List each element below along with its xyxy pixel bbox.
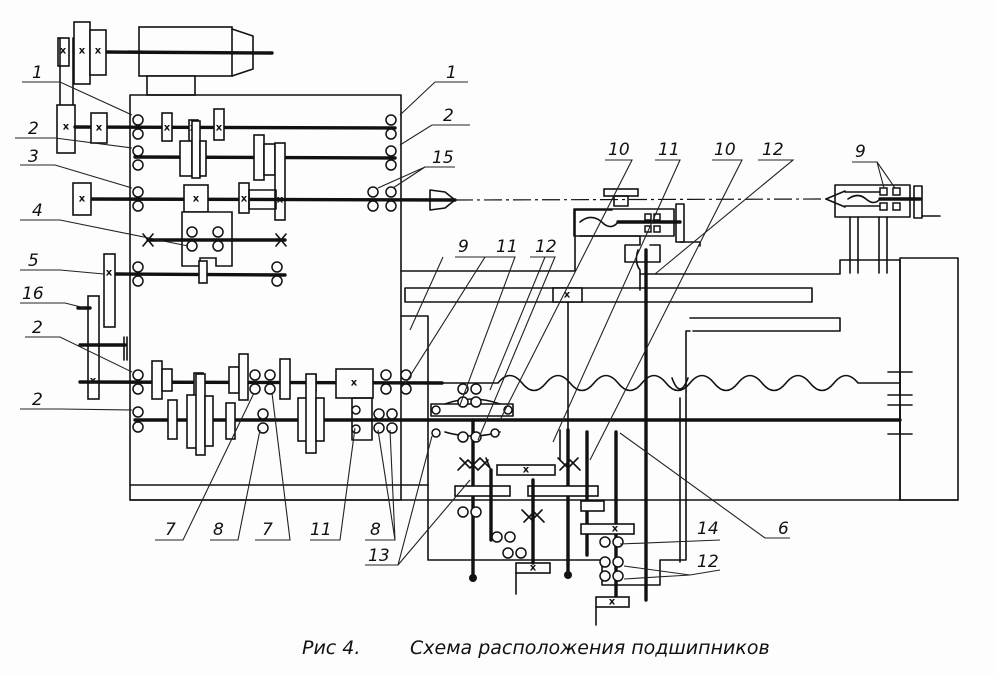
callout-6: 6 [778, 519, 789, 539]
tailstock [825, 184, 959, 501]
spindle-shaft: x x x [72, 182, 457, 216]
callout-2: 2 [32, 318, 43, 338]
callout-labels: 1 2 3 4 5 16 2 2 1 2 15 10 11 10 12 9 9 … [22, 63, 866, 572]
callout-10: 10 [608, 140, 630, 160]
shaft-1: x x x x [73, 108, 397, 144]
headstock-bearings [132, 114, 412, 434]
svg-text:x: x [193, 194, 200, 205]
caption-number: Рис 4. [302, 637, 360, 659]
shaft-5: x x [76, 253, 287, 400]
svg-text:x: x [164, 123, 171, 134]
motor-pulleys: x x x [57, 21, 107, 85]
callout-9: 9 [855, 142, 866, 162]
shaft-2: x [133, 120, 397, 221]
callout-11: 11 [658, 140, 680, 160]
svg-text:x: x [216, 123, 223, 134]
callout-12: 12 [535, 237, 557, 257]
callout-1: 1 [32, 63, 43, 83]
spindle-center [429, 189, 456, 211]
svg-text:x: x [523, 465, 530, 476]
callout-7: 7 [262, 520, 273, 540]
callout-2: 2 [28, 119, 39, 139]
apron-mechanism: x x [430, 398, 599, 595]
callout-9: 9 [458, 237, 469, 257]
callout-12: 12 [697, 552, 719, 572]
leader-lines [15, 81, 896, 580]
gearbox-shaft-lower [133, 373, 902, 456]
callout-16: 16 [22, 284, 44, 304]
shaft-4 [142, 211, 287, 267]
svg-text:x: x [351, 378, 358, 389]
figure-caption: Рис 4. Схема расположения подшипников [302, 637, 770, 659]
callout-7: 7 [165, 520, 176, 540]
callout-1: 1 [446, 63, 457, 83]
svg-text:x: x [95, 46, 102, 57]
electric-motor [103, 26, 274, 96]
callout-2: 2 [443, 106, 454, 126]
callout-4: 4 [32, 201, 43, 221]
svg-text:x: x [609, 597, 616, 608]
apron-bearings [431, 383, 527, 559]
caption-text: Схема расположения подшипников [410, 637, 770, 659]
carriage-cross-slide [573, 188, 701, 291]
callout-11: 11 [496, 237, 518, 257]
callout-8: 8 [213, 520, 224, 540]
svg-text:x: x [79, 46, 86, 57]
callout-3: 3 [28, 147, 39, 167]
svg-text:x: x [241, 194, 248, 205]
svg-text:x: x [530, 563, 537, 574]
svg-text:x: x [612, 524, 619, 535]
callout-2: 2 [32, 390, 43, 410]
svg-text:x: x [106, 268, 113, 279]
callout-5: 5 [28, 251, 39, 271]
callout-15: 15 [432, 148, 454, 168]
svg-text:x: x [96, 123, 103, 134]
drive-belt: x [56, 37, 76, 154]
svg-text:x: x [60, 46, 67, 57]
callout-14: 14 [697, 519, 719, 539]
callout-8: 8 [370, 520, 381, 540]
callout-12: 12 [762, 140, 784, 160]
svg-text:x: x [63, 122, 70, 133]
callout-13: 13 [368, 546, 390, 566]
feed-gear-bearings: x x [559, 248, 648, 626]
svg-text:x: x [564, 290, 571, 301]
callout-10: 10 [714, 140, 736, 160]
svg-text:x: x [79, 194, 86, 205]
center-axis-line [454, 198, 827, 201]
callout-11: 11 [310, 520, 332, 540]
